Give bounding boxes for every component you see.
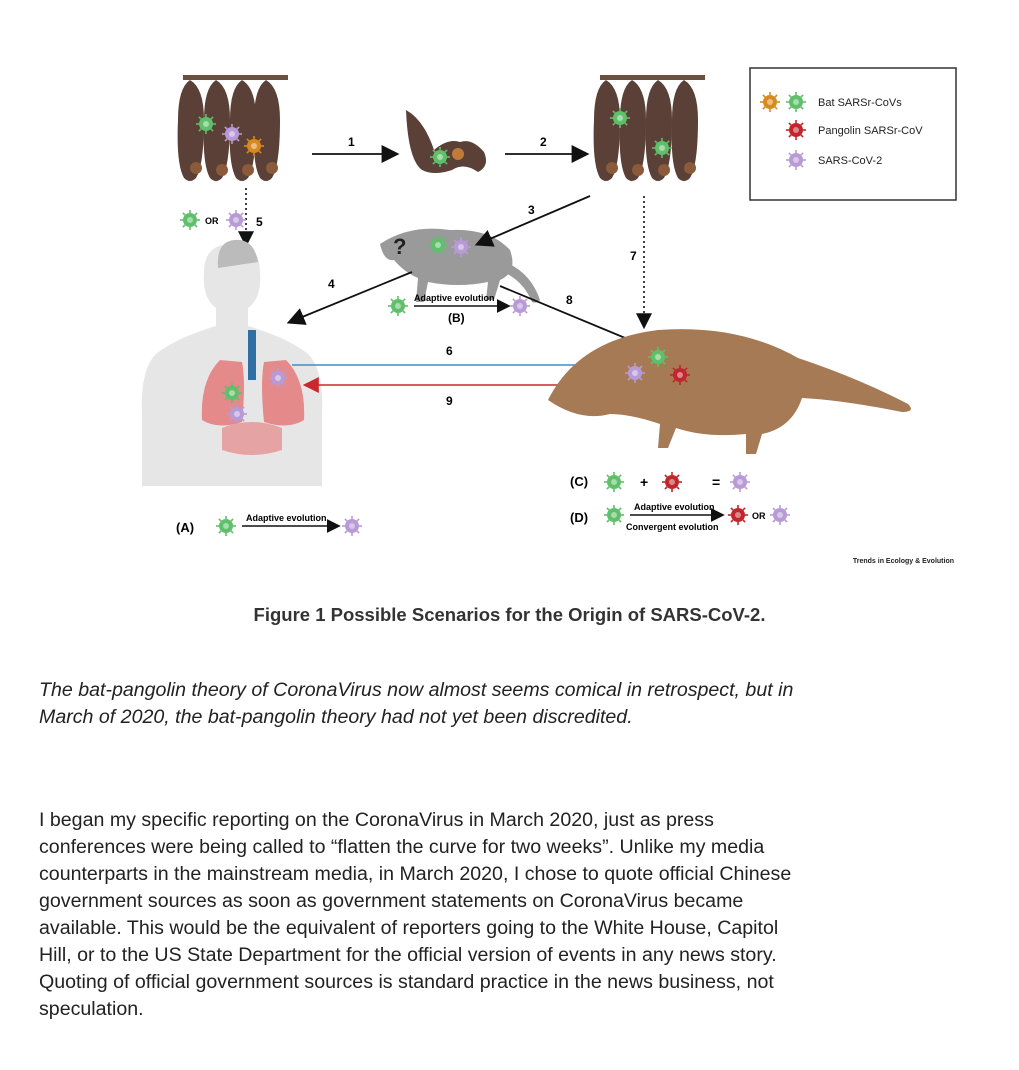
arrow-label-3: 3 xyxy=(528,203,535,217)
body-line: government sources as soon as government… xyxy=(39,890,744,912)
legend-label-pangolin: Pangolin SARSr-CoV xyxy=(818,125,923,137)
scenario-c-plus: + xyxy=(640,474,648,490)
sars-cov-2-icon xyxy=(221,123,243,145)
bat-virus-icon xyxy=(243,135,265,157)
pangolin-virus-icon xyxy=(727,504,749,526)
scenario-d-label: (D) xyxy=(570,510,588,525)
scenario-d-text-bottom: Convergent evolution xyxy=(626,522,719,532)
scenario-a-text: Adaptive evolution xyxy=(246,513,327,523)
arrow-label-1: 1 xyxy=(348,135,355,149)
origin-scenarios-figure: Bat SARSr-CoVs Pangolin SARSr-CoV SARS-C… xyxy=(141,67,957,565)
arrow-label-8: 8 xyxy=(566,293,573,307)
scenario-c-label: (C) xyxy=(570,474,588,489)
bat-virus-icon xyxy=(651,137,673,159)
bat-virus-icon xyxy=(647,346,669,368)
hanging-bats-left xyxy=(177,75,288,181)
pangolin xyxy=(548,329,911,454)
sars-cov-2-icon xyxy=(729,471,751,493)
flying-bat xyxy=(406,110,486,173)
body-paragraph: I began my specific reporting on the Cor… xyxy=(39,807,989,1023)
scenario-a-label: (A) xyxy=(176,520,194,535)
scenario-d-or: OR xyxy=(752,511,766,521)
legend-label-bat: Bat SARSr-CoVs xyxy=(818,97,902,109)
sars-cov-2-icon xyxy=(450,236,472,258)
sars-cov-2-icon xyxy=(624,362,646,384)
sars-cov-2-icon xyxy=(785,149,807,171)
civet xyxy=(380,228,540,303)
scenario-d-text-top: Adaptive evolution xyxy=(634,502,715,512)
arrow-label-7: 7 xyxy=(630,249,637,263)
bat-virus-icon xyxy=(603,504,625,526)
sars-cov-2-icon xyxy=(341,515,363,537)
or-text: OR xyxy=(205,216,219,226)
arrow-4 xyxy=(286,271,413,325)
body-line: available. This would be the equivalent … xyxy=(39,917,779,939)
sars-cov-2-icon xyxy=(226,403,248,425)
sars-cov-2-icon xyxy=(225,209,247,231)
arrow-label-2: 2 xyxy=(540,135,547,149)
bat-virus-icon xyxy=(221,382,243,404)
body-line: Quoting of official government sources i… xyxy=(39,971,774,993)
bat-virus-icon xyxy=(179,209,201,231)
pangolin-virus-icon xyxy=(661,471,683,493)
bat-virus-icon xyxy=(759,91,781,113)
pangolin-virus-icon xyxy=(785,119,807,141)
arrow-3 xyxy=(474,195,591,247)
bat-virus-icon xyxy=(609,107,631,129)
italic-line: The bat-pangolin theory of CoronaVirus n… xyxy=(39,679,794,701)
italic-line: March of 2020, the bat-pangolin theory h… xyxy=(39,706,633,728)
arrow-label-9: 9 xyxy=(446,394,453,408)
body-line: counterparts in the mainstream media, in… xyxy=(39,863,792,885)
bat-virus-icon xyxy=(429,146,451,168)
arrow-label-5: 5 xyxy=(256,215,263,229)
bat-virus-icon xyxy=(195,113,217,135)
arrow-label-4: 4 xyxy=(328,277,335,291)
hanging-bats-right xyxy=(593,75,705,181)
bat-virus-icon xyxy=(215,515,237,537)
scenario-b-text: Adaptive evolution xyxy=(414,293,495,303)
body-line: speculation. xyxy=(39,998,144,1020)
body-line: Hill, or to the US State Department for … xyxy=(39,944,777,966)
sars-cov-2-icon xyxy=(267,367,289,389)
scenario-b-label: (B) xyxy=(448,311,465,325)
question-mark: ? xyxy=(393,234,406,259)
bat-virus-icon xyxy=(785,91,807,113)
sars-cov-2-icon xyxy=(509,295,531,317)
body-line: conferences were being called to “flatte… xyxy=(39,836,765,858)
figure-caption: Figure 1 Possible Scenarios for the Orig… xyxy=(253,604,766,625)
legend: Bat SARSr-CoVs Pangolin SARSr-CoV SARS-C… xyxy=(749,67,957,201)
body-line: I began my specific reporting on the Cor… xyxy=(39,809,714,831)
bat-virus-icon xyxy=(427,234,449,256)
figure-credit: Trends in Ecology & Evolution xyxy=(853,558,954,565)
arrow-label-6: 6 xyxy=(446,344,453,358)
bat-virus-icon xyxy=(603,471,625,493)
pangolin-virus-icon xyxy=(669,364,691,386)
sars-cov-2-icon xyxy=(769,504,791,526)
bat-virus-icon xyxy=(387,295,409,317)
human-figure xyxy=(141,239,323,486)
italic-paragraph: The bat-pangolin theory of CoronaVirus n… xyxy=(39,677,989,731)
scenario-c-equals: = xyxy=(712,474,720,490)
legend-label-sars-cov-2: SARS-CoV-2 xyxy=(818,155,882,167)
